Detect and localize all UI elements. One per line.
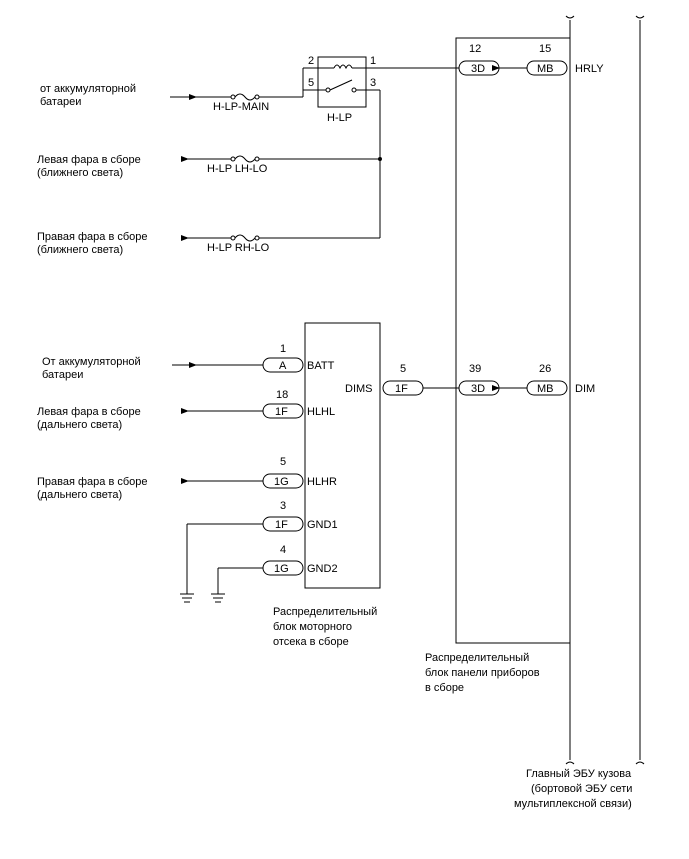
relay-name: H-LP <box>327 112 352 124</box>
ip-top-pin-left: 12 <box>469 43 481 55</box>
er-connector-1f-gnd1-label: 1F <box>275 519 288 531</box>
instrument-block-caption-2: блок панели приборов <box>425 667 540 679</box>
right-hi-label-1: Правая фара в сборе <box>37 476 148 488</box>
instrument-panel-junction-block <box>455 37 571 644</box>
ecu-caption-2: (бортовой ЭБУ сети <box>531 783 632 795</box>
ip-bottom-connector-mb-label: MB <box>537 383 554 395</box>
ip-top-connector-mb-label: MB <box>537 63 554 75</box>
battery-bottom-label-2: батареи <box>42 369 83 381</box>
er-connector-1g-gnd2-label: 1G <box>274 563 289 575</box>
ip-top-connector-3d-label: 3D <box>471 63 485 75</box>
engine-block-caption-1: Распределительный <box>273 606 377 618</box>
left-hi-label-2: (дальнего света) <box>37 419 122 431</box>
fuse-h-lp-main-icon <box>230 93 260 101</box>
relay-pin-3: 3 <box>370 77 376 89</box>
ip-top-pin-right: 15 <box>539 43 551 55</box>
engine-block-caption-3: отсека в сборе <box>273 636 349 648</box>
fuse-h-lp-lh-lo-icon <box>230 155 260 163</box>
battery-top-label-1: от аккумуляторной <box>40 83 136 95</box>
left-lo-label-2: (ближнего света) <box>37 167 123 179</box>
er-pin-batt-num: 1 <box>280 343 286 355</box>
er-signal-dims: DIMS <box>345 383 373 395</box>
battery-bottom-label-1: От аккумуляторной <box>42 356 141 368</box>
right-lo-label-2: (ближнего света) <box>37 244 123 256</box>
ground-icon <box>211 593 225 603</box>
relay-pin-2: 2 <box>308 55 314 67</box>
er-signal-hlhl: HLHL <box>307 406 335 418</box>
right-lo-label-1: Правая фара в сборе <box>37 231 148 243</box>
er-pin-dims-num: 5 <box>400 363 406 375</box>
er-signal-gnd1: GND1 <box>307 519 338 531</box>
instrument-block-caption-1: Распределительный <box>425 652 529 664</box>
er-pin-gnd2-num: 4 <box>280 544 286 556</box>
battery-top-label-2: батареи <box>40 96 81 108</box>
right-hi-label-2: (дальнего света) <box>37 489 122 501</box>
left-hi-label-1: Левая фара в сборе <box>37 406 141 418</box>
fuse-h-lp-main-label: H-LP-MAIN <box>213 101 269 113</box>
er-connector-1g-hlhr-label: 1G <box>274 476 289 488</box>
relay-pin-5: 5 <box>308 77 314 89</box>
fuse-h-lp-rh-lo-icon <box>230 234 260 242</box>
engine-room-junction-block <box>304 322 381 589</box>
er-connector-1f-hlhl-label: 1F <box>275 406 288 418</box>
relay-pin-1: 1 <box>370 55 376 67</box>
er-pin-hlhl-num: 18 <box>276 389 288 401</box>
ip-bottom-pin-left: 39 <box>469 363 481 375</box>
er-pin-gnd1-num: 3 <box>280 500 286 512</box>
fuse-h-lp-lh-lo-label: H-LP LH-LO <box>207 163 268 175</box>
er-connector-1f-dims-label: 1F <box>395 383 408 395</box>
ip-bottom-pin-right: 26 <box>539 363 551 375</box>
er-signal-batt: BATT <box>307 360 335 372</box>
instrument-block-caption-3: в сборе <box>425 682 464 694</box>
ip-top-signal: HRLY <box>575 63 604 75</box>
headlight-relay <box>317 56 367 108</box>
ip-bottom-signal: DIM <box>575 383 595 395</box>
left-lo-label-1: Левая фара в сборе <box>37 154 141 166</box>
er-signal-hlhr: HLHR <box>307 476 337 488</box>
er-connector-a-label: A <box>279 360 287 372</box>
ecu-caption-1: Главный ЭБУ кузова <box>526 768 632 780</box>
ground-icon <box>180 593 194 603</box>
ip-bottom-connector-3d-label: 3D <box>471 383 485 395</box>
ecu-caption-3: мультиплексной связи) <box>514 798 632 810</box>
er-pin-hlhr-num: 5 <box>280 456 286 468</box>
fuse-h-lp-rh-lo-label: H-LP RH-LO <box>207 242 270 254</box>
er-signal-gnd2: GND2 <box>307 563 338 575</box>
engine-block-caption-2: блок моторного <box>273 621 352 633</box>
